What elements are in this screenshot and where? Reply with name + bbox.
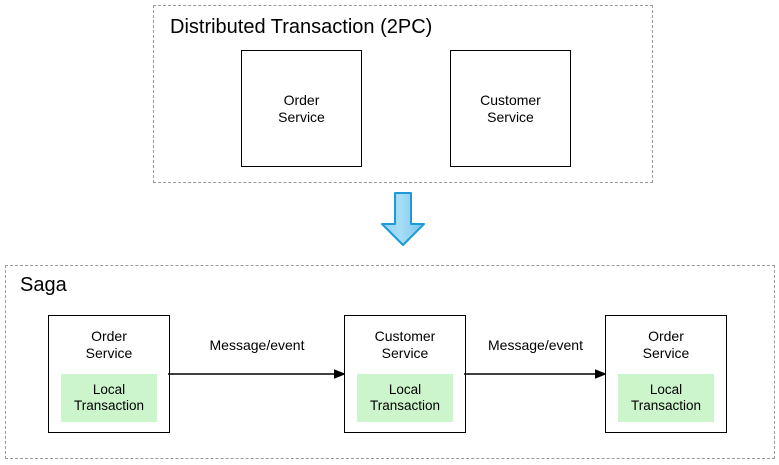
order-service-label-saga-1: Order Service <box>85 328 133 361</box>
local-transaction-block-1: Local Transaction <box>61 374 157 422</box>
customer-service-label-saga: Customer Service <box>374 328 436 361</box>
order-service-box-saga-2[interactable]: Order Service Local Transaction <box>605 315 727 433</box>
distributed-transaction-group <box>153 5 653 183</box>
saga-group <box>5 265 775 459</box>
distributed-transaction-title: Distributed Transaction (2PC) <box>170 16 433 38</box>
connector-label-2: Message/event <box>488 337 583 353</box>
order-service-label-2pc: Order Service <box>278 91 325 125</box>
message-arrow-2 <box>464 369 607 379</box>
customer-service-box-saga[interactable]: Customer Service Local Transaction <box>344 315 466 433</box>
local-transaction-block-3: Local Transaction <box>618 374 714 422</box>
local-transaction-label-3: Local Transaction <box>630 382 702 413</box>
customer-service-box-2pc[interactable]: Customer Service <box>450 50 571 167</box>
order-service-box-2pc[interactable]: Order Service <box>241 50 362 167</box>
saga-title: Saga <box>20 274 67 296</box>
connector-label-1: Message/event <box>209 337 305 353</box>
order-service-box-saga-1[interactable]: Order Service Local Transaction <box>48 315 170 433</box>
local-transaction-label-1: Local Transaction <box>73 382 145 413</box>
message-arrow-1 <box>168 369 346 379</box>
order-service-label-saga-2: Order Service <box>642 328 690 361</box>
customer-service-label-2pc: Customer Service <box>480 91 541 125</box>
local-transaction-block-2: Local Transaction <box>357 374 453 422</box>
down-arrow-icon <box>381 192 425 246</box>
local-transaction-label-2: Local Transaction <box>369 382 441 413</box>
